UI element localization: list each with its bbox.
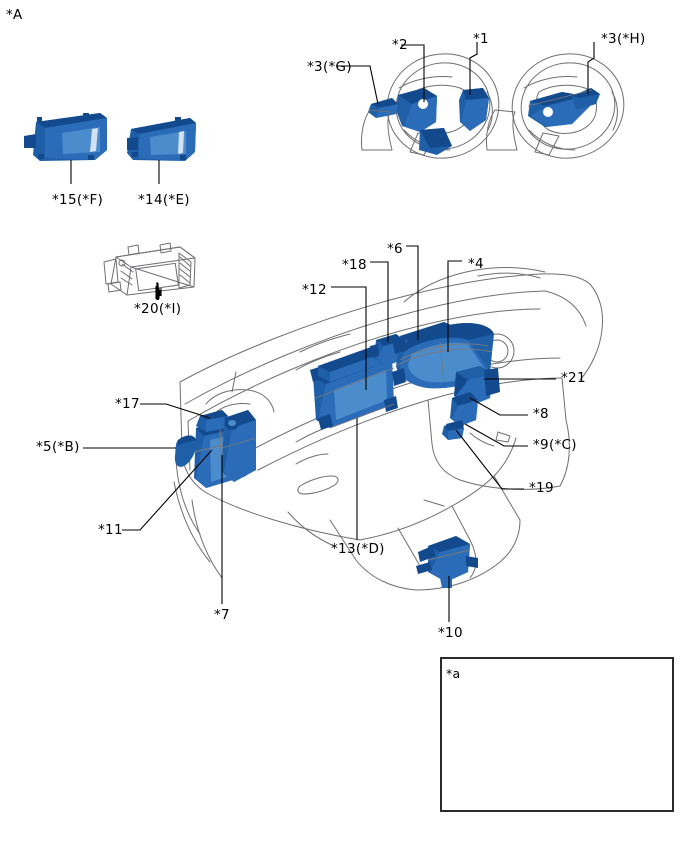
callout-5-b: *5(*B) <box>36 439 80 455</box>
section-label-a: *A <box>6 7 23 23</box>
callout-14-e: *14(*E) <box>138 192 190 208</box>
part-12-strip <box>318 346 386 382</box>
callout-17: *17 <box>115 396 140 412</box>
callout-2: *2 <box>392 37 408 53</box>
part-19 <box>446 420 464 430</box>
module-15-f <box>24 113 107 184</box>
callout-4: *4 <box>468 256 484 272</box>
leader-lines <box>83 245 556 622</box>
module-14-e <box>127 117 196 184</box>
inset-frame-a <box>440 657 674 812</box>
part-17 <box>196 410 228 432</box>
callout-15-f: *15(*F) <box>52 192 104 208</box>
callout-3-g: *3(*G) <box>307 59 352 75</box>
steering-wheel-right <box>486 42 625 159</box>
steering-wheel-left <box>336 42 500 159</box>
callout-11: *11 <box>98 522 123 538</box>
callout-20-i: *20(*I) <box>134 301 182 317</box>
part-21 <box>454 366 500 406</box>
part-10 <box>416 536 478 588</box>
callout-21: *21 <box>561 370 586 386</box>
inset-label-a: *a <box>446 666 461 681</box>
callout-3-h: *3(*H) <box>601 31 646 47</box>
callout-10: *10 <box>438 625 463 641</box>
part-8 <box>450 392 478 426</box>
callout-7: *7 <box>214 607 230 623</box>
part-7 <box>221 410 257 482</box>
callout-18: *18 <box>342 257 367 273</box>
callout-19: *19 <box>529 480 554 496</box>
callout-6: *6 <box>387 241 403 257</box>
part-4 <box>392 323 494 389</box>
callout-13-d: *13(*D) <box>331 541 385 557</box>
callout-9-c: *9(*C) <box>533 437 577 453</box>
part-5-b <box>174 435 197 467</box>
radio-receiver-assembly <box>103 242 196 298</box>
callout-12: *12 <box>302 282 327 298</box>
callout-1: *1 <box>473 31 489 47</box>
callout-8: *8 <box>533 406 549 422</box>
